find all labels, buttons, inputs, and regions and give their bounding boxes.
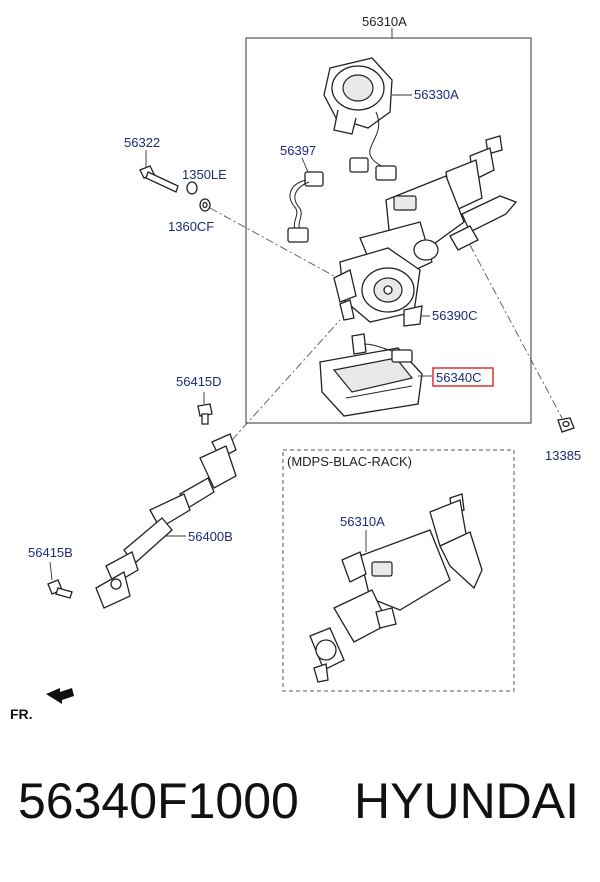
sensor-unit-56330a [323,57,397,181]
label-1350le: 1350LE [182,167,227,182]
label-56310a-top: 56310A [362,14,407,29]
label-56400b: 56400B [188,529,233,544]
nut-13385 [557,417,575,433]
front-arrow-icon [46,688,74,704]
bolt-56322 [139,165,179,193]
label-56390c: 56390C [432,308,478,323]
label-56415d: 56415D [176,374,222,389]
label-56340c: 56340C [436,370,482,385]
label-56310a-inset: 56310A [340,514,385,529]
bolt-56415b [47,579,73,599]
label-13385: 13385 [545,448,581,463]
label-1360cf: 1360CF [168,219,214,234]
label-56330a: 56330A [414,87,459,102]
steering-column-56310a [333,135,518,327]
guide-line-bolt [209,207,346,283]
ecu-module-56340c [319,333,423,417]
part-number-caption: 56340F1000 [18,773,299,829]
inset-column-56310a [309,493,483,683]
main-assembly-frame [245,37,532,424]
label-mdps-blac-rack: (MDPS-BLAC-RACK) [287,454,412,469]
bolt-56415d [197,403,213,425]
washer-1360cf [199,198,211,212]
washer-1350le [186,181,198,195]
guide-line-nut [469,244,563,419]
label-56397: 56397 [280,143,316,158]
highlight-box-56340c [432,367,494,387]
inset-frame [282,449,515,692]
brand-caption: HYUNDAI [354,773,580,829]
label-56322: 56322 [124,135,160,150]
intermediate-shaft-56400b [95,433,237,609]
harness-56397 [287,171,324,243]
guide-line-shaft [231,319,341,441]
label-front: FR. [10,706,33,722]
label-56415b: 56415B [28,545,73,560]
